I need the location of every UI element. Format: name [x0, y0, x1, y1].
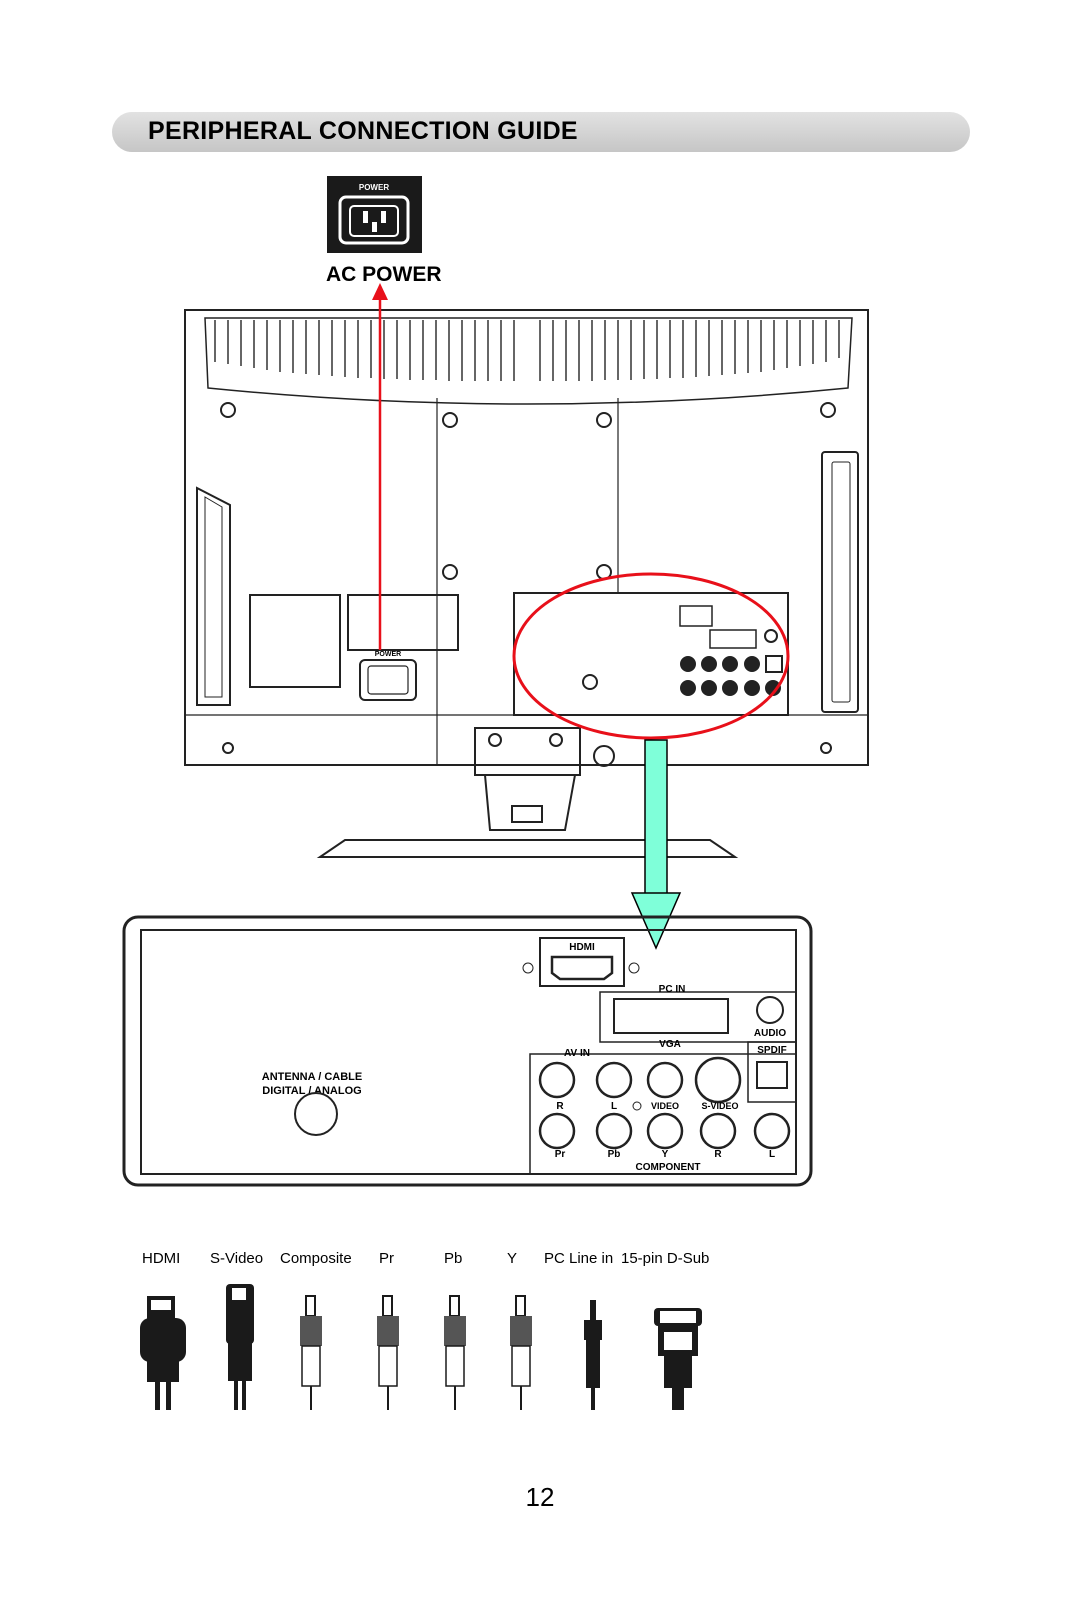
s-video-plug-icon: [226, 1284, 254, 1410]
power-inlet-label: POWER: [359, 183, 389, 192]
panel-audio-label: AUDIO: [754, 1028, 786, 1039]
ac-power-arrowhead: [372, 283, 388, 300]
rca-plug-icon-composite: [300, 1295, 322, 1410]
component-label-y: Y: [662, 1149, 669, 1160]
cable-label-d-sub: 15-pin D-Sub: [621, 1250, 710, 1267]
ac-power-label: AC POWER: [326, 263, 442, 286]
connector-panel: HDMI PC IN VGA AUDIO AV IN SPDIF R L VID…: [122, 915, 813, 1187]
d-sub-plug-icon: [654, 1308, 702, 1410]
av-label-r: R: [556, 1101, 564, 1112]
rca-plug-icon-pr: [377, 1295, 399, 1410]
hdmi-plug-icon: [140, 1296, 186, 1410]
antenna-label-line1: ANTENNA / CABLE: [262, 1071, 362, 1083]
title-bar: [112, 112, 970, 152]
rca-plug-icon-pb: [444, 1295, 466, 1410]
panel-pc-in-label: PC IN: [659, 984, 686, 995]
rca-plug-icon-y: [510, 1295, 532, 1410]
cable-label-pc-line-in: PC Line in: [544, 1250, 614, 1267]
panel-hdmi-label: HDMI: [569, 942, 595, 953]
tv-back: POWER: [184, 309, 869, 858]
zoom-arrow: [630, 739, 682, 950]
panel-component-label: COMPONENT: [636, 1162, 701, 1173]
cable-label-pr: Pr: [379, 1250, 394, 1267]
connector-highlight-circle: [512, 572, 790, 740]
cable-label-pb: Pb: [444, 1250, 463, 1267]
panel-av-in-label: AV IN: [564, 1048, 590, 1059]
panel-vga-label: VGA: [659, 1039, 681, 1050]
av-label-s-video: S-VIDEO: [701, 1101, 738, 1111]
component-label-r: R: [714, 1149, 722, 1160]
page-title: PERIPHERAL CONNECTION GUIDE: [148, 117, 578, 145]
component-label-l: L: [769, 1149, 775, 1160]
cable-label-s-video: S-Video: [210, 1250, 264, 1267]
av-label-video: VIDEO: [651, 1101, 679, 1111]
av-label-l: L: [611, 1101, 617, 1112]
tv-power-label: POWER: [375, 651, 401, 658]
cable-label-y: Y: [507, 1250, 518, 1267]
page-number: 12: [525, 1482, 555, 1512]
power-inlet-closeup: POWER: [327, 176, 422, 253]
panel-spdif-label: SPDIF: [757, 1045, 786, 1056]
antenna-label-line2: DIGITAL / ANALOG: [262, 1085, 361, 1097]
audio-jack-icon: [584, 1300, 602, 1410]
cable-label-hdmi: HDMI: [142, 1250, 181, 1267]
component-label-pr: Pr: [555, 1149, 566, 1160]
component-label-pb: Pb: [608, 1149, 621, 1160]
cable-label-composite: Composite: [280, 1250, 352, 1267]
